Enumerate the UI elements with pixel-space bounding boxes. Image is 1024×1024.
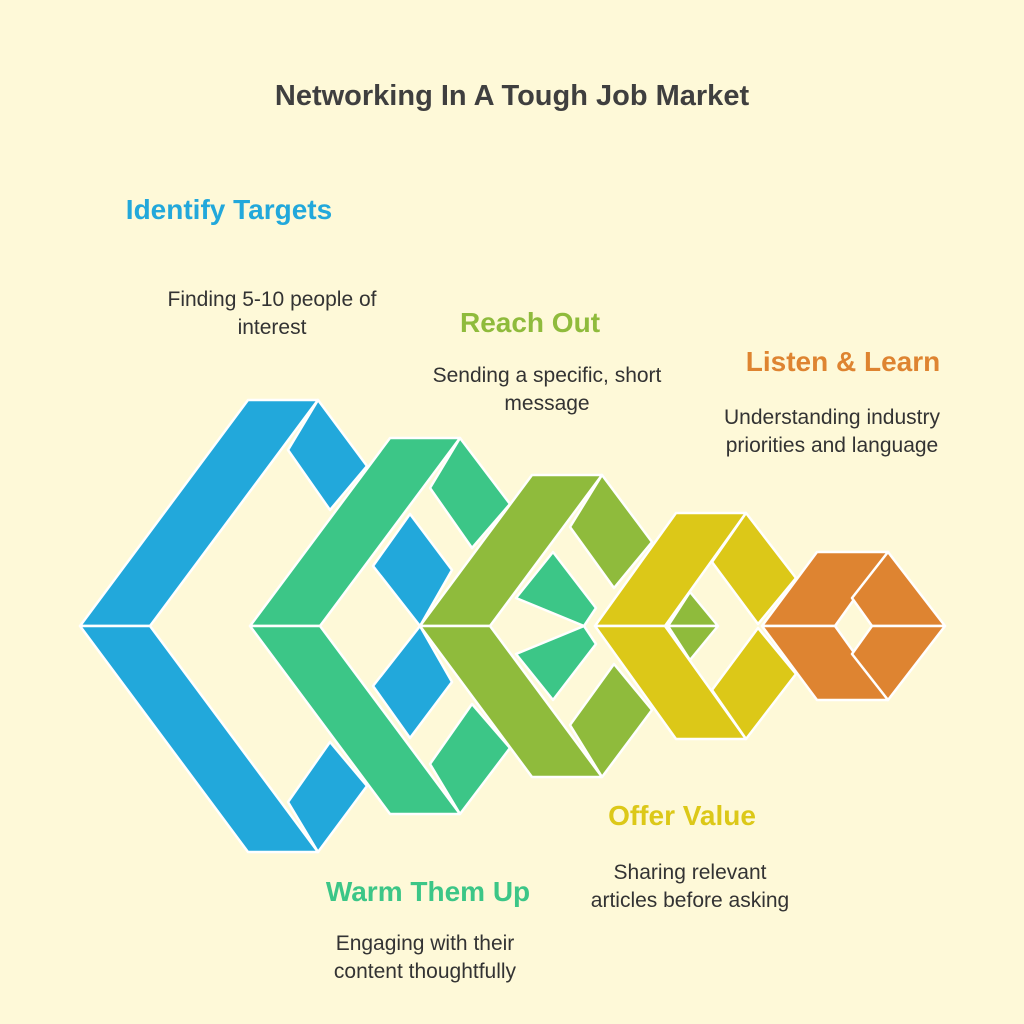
step-5-description: Understanding industry priorities and la… (724, 406, 940, 457)
step-3-shape (418, 473, 720, 779)
step-3-upper-facet (568, 473, 654, 590)
step-1-description: Finding 5-10 people of interest (167, 288, 377, 339)
step-4-lower-facet (710, 626, 798, 741)
step-2-upper-facet (428, 436, 512, 550)
step-1-title: Identify Targets (125, 194, 333, 225)
step-3-description: Sending a specific, short message (432, 364, 662, 415)
step-3-inner-lower (666, 624, 720, 662)
step-1-inner-lower (371, 624, 454, 740)
step-2-inner-lower (514, 624, 598, 702)
step-2-title: Warm Them Up (325, 876, 531, 907)
step-3-title: Reach Out (459, 307, 601, 338)
step-1-upper-facet (286, 398, 369, 512)
step-3-lower-facet (568, 662, 654, 779)
step-4-upper-facet (710, 511, 798, 626)
step-2-shape (248, 436, 598, 816)
step-5-right-lower (850, 624, 947, 702)
step-2-description: Engaging with their content thoughtfully (333, 932, 517, 983)
step-4-title: Offer Value (608, 800, 756, 831)
step-5-title: Listen & Learn (745, 346, 941, 377)
diagram-title: Networking In A Tough Job Market (274, 80, 750, 112)
step-5-shape (760, 550, 947, 702)
step-1-shape (78, 398, 454, 854)
step-4-description: Sharing relevant articles before asking (590, 861, 790, 912)
step-1-lower-facet (286, 740, 369, 854)
step-4-shape (593, 511, 798, 741)
